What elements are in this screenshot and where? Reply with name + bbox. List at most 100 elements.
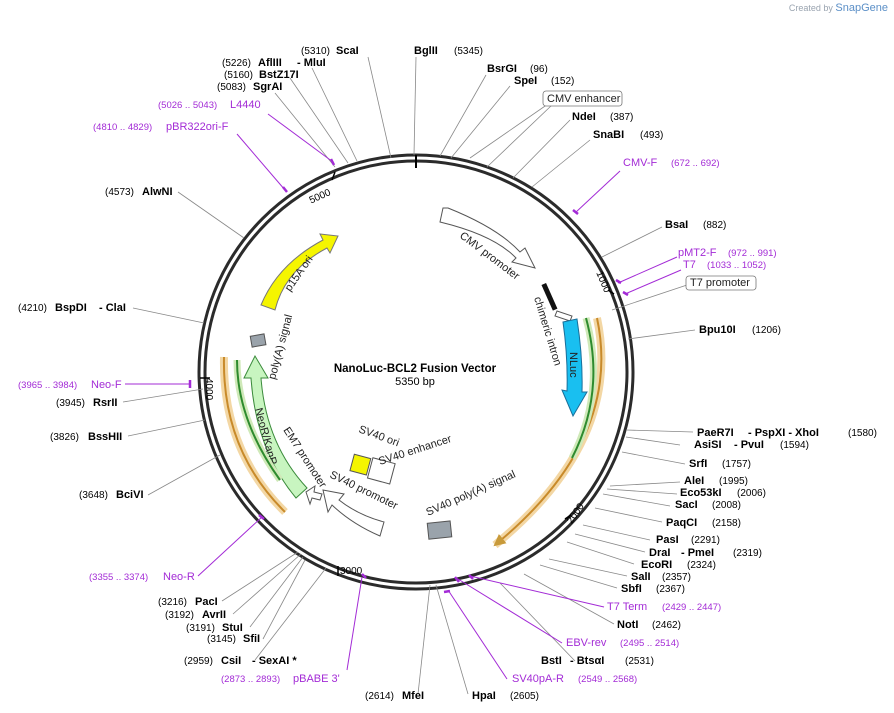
site-saci: SacI [675, 499, 698, 511]
site-bsshii: BssHII [88, 431, 122, 443]
site-pos: (2008) [712, 500, 741, 511]
site-mlui: - MluI [297, 57, 326, 69]
site-rsrii: RsrII [93, 397, 117, 409]
feature-leader-lines [469, 103, 691, 311]
primer-pbr322ori-f: pBR322ori-F [166, 121, 229, 133]
primer-range: (1033 .. 1052) [707, 260, 766, 271]
site-pos: (387) [610, 112, 633, 123]
site-pos: (2291) [691, 535, 720, 546]
site-pos: (5226) [222, 58, 251, 69]
primer-cmv-f: CMV-F [623, 157, 658, 169]
plasmid-length: 5350 bp [395, 376, 435, 388]
site-sfii: SfiI [243, 633, 260, 645]
primer-range: (2873 .. 2893) [221, 674, 280, 685]
site-sgrai: SgrAI [253, 81, 282, 93]
site-pvui: - PvuI [734, 439, 764, 451]
site-pos: (3191) [186, 623, 215, 634]
site-pos: (493) [640, 130, 663, 141]
site-pos: (1594) [780, 440, 809, 451]
site-pos: (882) [703, 220, 726, 231]
primer-range: (3965 .. 3984) [18, 380, 77, 391]
primer-ebv-rev: EBV-rev [566, 637, 607, 649]
primer-range: (2549 .. 2568) [578, 674, 637, 685]
site-drai: DraI [649, 547, 670, 559]
primer-range: (2495 .. 2514) [620, 638, 679, 649]
site-bsrgi: BsrGI [487, 63, 517, 75]
enzyme-leader-lines [122, 56, 696, 695]
site-pos: (1757) [722, 459, 751, 470]
site-snabi: SnaBI [593, 129, 624, 141]
watermark-brand: SnapGene [835, 2, 888, 14]
site-eco53ki: Eco53kI [680, 487, 722, 499]
feature-p15a-ori: p15A ori [260, 233, 339, 311]
primer-range: (5026 .. 5043) [158, 100, 217, 111]
primer-l4440: L4440 [230, 99, 261, 111]
feature-nluc: NLuc [561, 318, 588, 418]
site-paci: PacI [195, 596, 218, 608]
primer-leader-lines [125, 113, 682, 680]
primer-sv40pa-r: SV40pA-R [512, 673, 564, 685]
feature-label: NLuc [567, 352, 579, 378]
site-noti: NotI [617, 619, 638, 631]
primer-range: (2429 .. 2447) [662, 602, 721, 613]
site-pos: (3648) [79, 490, 108, 501]
primer-range: (672 .. 692) [671, 158, 720, 169]
label-cmv-enhancer: CMV enhancer [542, 90, 623, 107]
feature-label: chimeric intron [531, 295, 563, 367]
tick-label: 4000 [203, 378, 214, 401]
site-bcivi: BciVI [116, 489, 144, 501]
primer-t7: T7 [683, 259, 696, 271]
site-avrii: AvrII [202, 609, 226, 621]
site-pspxi-xhoi: - PspXI - XhoI [748, 427, 819, 439]
site-asisi: AsiSI [694, 439, 722, 451]
primer-range: (972 .. 991) [728, 248, 777, 259]
site-pos: (3216) [158, 597, 187, 608]
site-paqci: PaqCI [666, 517, 697, 529]
site-pos: (5310) [301, 46, 330, 57]
site-bsai: BsaI [665, 219, 688, 231]
label-t7-promoter: T7 promoter [685, 275, 757, 291]
site-pos: (5083) [217, 82, 246, 93]
plasmid-name: NanoLuc-BCL2 Fusion Vector [334, 363, 497, 375]
site-pos: (3945) [56, 398, 85, 409]
site-pos: (1206) [752, 325, 781, 336]
site-ecori: EcoRI [641, 559, 672, 571]
site-pos: (2319) [733, 548, 762, 559]
site-pos: (3145) [207, 634, 236, 645]
feature-label: T7 promoter [690, 277, 750, 289]
site-pos: (4210) [18, 303, 47, 314]
site-bpu10i: Bpu10I [699, 324, 736, 336]
site-pos: (2959) [184, 656, 213, 667]
site-clai: - ClaI [99, 302, 126, 314]
feature-cmv-promoter: CMV promoter [439, 207, 536, 283]
primer-marks [188, 158, 629, 594]
site-pos: (2367) [656, 584, 685, 595]
feature-label: SV40 ori [357, 424, 401, 450]
site-paer7i: PaeR7I [697, 427, 734, 439]
tick-4000: 4000 [200, 377, 214, 401]
site-pos: (2006) [737, 488, 766, 499]
feature-neo-inner-arc [233, 359, 283, 483]
primer-t7-term: T7 Term [607, 601, 647, 613]
site-stui: StuI [222, 622, 243, 634]
site-pos: (2158) [712, 518, 741, 529]
site-pos: (2357) [662, 572, 691, 583]
site-spei: SpeI [514, 75, 537, 87]
site-srfi: SrfI [689, 458, 707, 470]
site-pos: (5160) [224, 70, 253, 81]
feature-label: CMV enhancer [547, 93, 621, 105]
feature-orf-inner [568, 317, 597, 460]
site-pos: (2614) [365, 691, 394, 702]
site-bsti: BstI [541, 655, 562, 667]
feature-neo-outer-arc [219, 356, 288, 515]
site-bstz17i: BstZ17I [259, 69, 299, 81]
primer-pbabe-3: pBABE 3' [293, 673, 340, 685]
site-btsai: - BtsαI [570, 655, 604, 667]
feature-label: poly(A) signal [266, 313, 295, 380]
site-bspdi: BspDI [55, 302, 87, 314]
site-scai: ScaI [336, 45, 359, 57]
site-pos: (1580) [848, 428, 877, 439]
primer-neo-r: Neo-R [163, 571, 195, 583]
site-pos: (5345) [454, 46, 483, 57]
site-pmei: - PmeI [681, 547, 714, 559]
